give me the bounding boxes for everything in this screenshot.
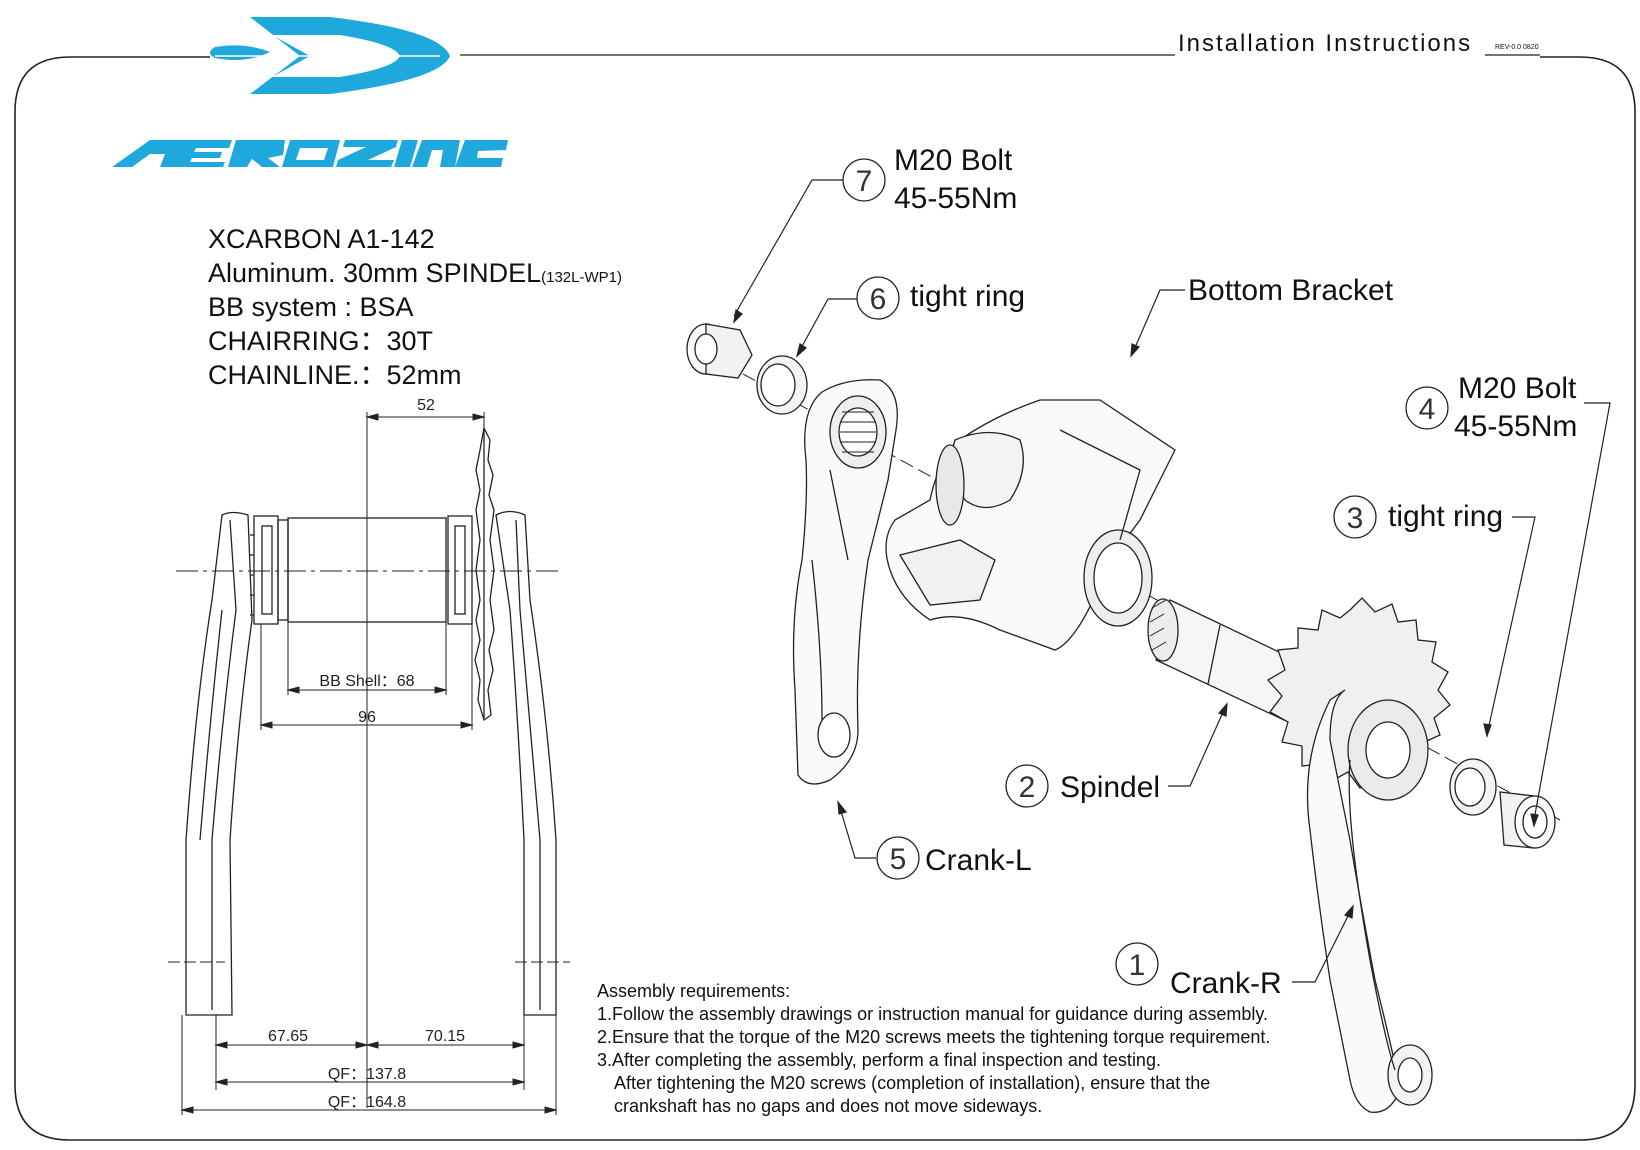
brand-logo-icon <box>210 17 450 94</box>
spec-chainring: CHAIRRING：30T <box>208 326 434 356</box>
part-4-bolt <box>1499 791 1556 849</box>
dim-spindle-length: 96 <box>358 709 376 726</box>
dim-left-offset: 67.65 <box>268 1028 308 1045</box>
part-2-name: Spindel <box>1060 771 1160 804</box>
dim-right-offset: 70.15 <box>425 1028 465 1045</box>
part-1-crank-r <box>1266 597 1451 1113</box>
requirement-note: After tightening the M20 screws (complet… <box>614 1073 1211 1093</box>
part-2-spindle <box>1147 598 1301 721</box>
dim-qf-inner: QF：137.8 <box>328 1066 406 1083</box>
requirement-note: crankshaft has no gaps and does not move… <box>614 1096 1043 1116</box>
dim-chainline: 52 <box>417 397 435 414</box>
spec-bb-system: BB system : BSA <box>208 292 414 322</box>
bottom-bracket-label: Bottom Bracket <box>1188 274 1394 307</box>
spec-spindle: Aluminum. 30mm SPINDEL(132L-WP1) <box>208 256 622 295</box>
part-4-number: 4 <box>1419 393 1436 426</box>
spec-model: XCARBON A1-142 <box>208 224 435 254</box>
dim-qf-outer: QF：164.8 <box>328 1094 406 1111</box>
part-6-tight-ring <box>756 355 808 415</box>
part-7-torque: 45-55Nm <box>894 182 1017 215</box>
leader-lines <box>733 179 1611 983</box>
part-4-torque: 45-55Nm <box>1454 410 1577 443</box>
part-1-name: Crank-R <box>1170 967 1282 1000</box>
part-7-bolt <box>686 323 753 379</box>
document-title: Installation Instructions <box>1178 30 1473 57</box>
spec-spindle-code: (132L-WP1) <box>541 269 622 286</box>
part-7-number: 7 <box>856 165 873 198</box>
dim-bb-shell: BB Shell：68 <box>319 673 414 690</box>
part-5-number: 5 <box>890 843 907 876</box>
part-6-number: 6 <box>870 283 887 316</box>
part-3-number: 3 <box>1347 502 1364 535</box>
assembly-requirements: Assembly requirements: 1.Follow the asse… <box>597 980 1270 1118</box>
spec-spindle-text: Aluminum. 30mm SPINDEL <box>208 258 542 288</box>
spec-chainline: CHAINLINE.：52mm <box>208 360 462 390</box>
part-3-tight-ring <box>1449 758 1497 816</box>
part-4-name: M20 Bolt <box>1458 372 1577 405</box>
requirement-item: 1.Follow the assembly drawings or instru… <box>597 1004 1268 1024</box>
part-2-number: 2 <box>1019 771 1036 804</box>
requirement-item: 2.Ensure that the torque of the M20 scre… <box>597 1027 1271 1047</box>
brand-wordmark <box>112 140 508 167</box>
part-5-name: Crank-L <box>925 844 1032 877</box>
part-7-name: M20 Bolt <box>894 144 1013 177</box>
part-number-badges <box>842 158 1449 986</box>
part-1-number: 1 <box>1129 949 1146 982</box>
part-5-crank-l <box>792 379 898 785</box>
dimension-lines <box>180 412 558 1115</box>
requirement-item: 3.After completing the assembly, perform… <box>597 1050 1161 1070</box>
exploded-view <box>686 323 1561 1113</box>
side-view-drawing <box>168 412 570 1108</box>
bottom-bracket <box>885 399 1176 651</box>
part-3-name: tight ring <box>1388 500 1503 533</box>
part-6-name: tight ring <box>910 280 1025 313</box>
page-frame <box>14 56 1636 1141</box>
requirements-title: Assembly requirements: <box>597 981 791 1001</box>
revision-code: REV-0.0 0820 <box>1495 44 1539 51</box>
